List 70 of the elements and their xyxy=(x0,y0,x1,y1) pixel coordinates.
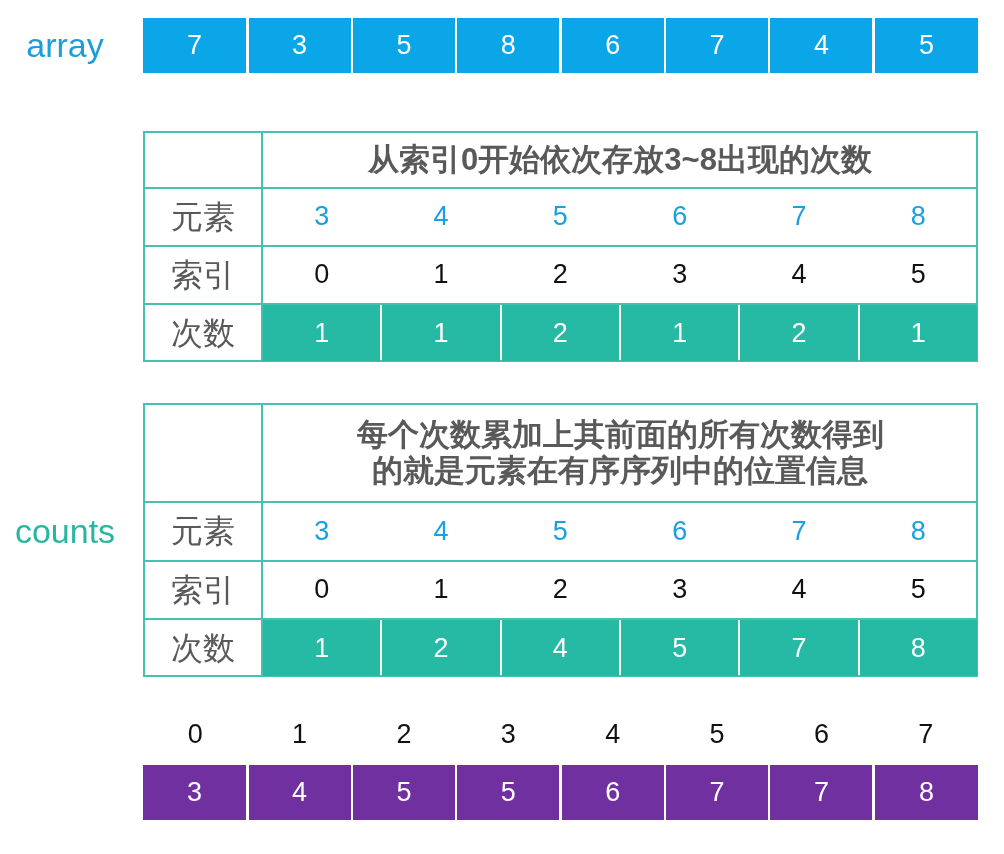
array-cell: 5 xyxy=(874,18,978,73)
count-cell: 2 xyxy=(501,305,619,361)
row-header: 元素 xyxy=(170,513,235,550)
table-heading: 从索引0开始依次存放3~8出现的次数 xyxy=(368,141,872,178)
row-header: 次数 xyxy=(170,629,235,667)
sorted-cell: 7 xyxy=(770,765,873,820)
sorted-cell: 3 xyxy=(143,765,247,820)
count-cell: 2 xyxy=(740,305,858,361)
row-header: 索引 xyxy=(170,256,235,294)
table-heading: 每个次数累加上其前面的所有次数得到的就是元素在有序序列中的位置信息 xyxy=(355,416,885,489)
element-value: 3 xyxy=(314,201,330,233)
count-cell: 1 xyxy=(859,305,977,361)
sorted-cell: 8 xyxy=(874,765,978,820)
count-cell: 5 xyxy=(621,620,739,676)
sorted-cell: 6 xyxy=(561,765,664,820)
element-value: 8 xyxy=(910,515,926,547)
index-value: 2 xyxy=(552,574,568,606)
array-cell: 4 xyxy=(770,18,873,73)
array-cell: 5 xyxy=(352,18,455,73)
row-header: 元素 xyxy=(170,198,235,236)
index-value: 3 xyxy=(672,574,688,606)
count-cell: 7 xyxy=(740,620,858,676)
array-cell: 3 xyxy=(248,18,351,73)
element-value: 5 xyxy=(552,201,568,233)
element-value: 4 xyxy=(433,201,449,233)
index-value: 2 xyxy=(552,259,568,291)
sorted-cell: 4 xyxy=(248,765,351,820)
count-cell: 8 xyxy=(859,620,977,676)
index-value: 5 xyxy=(910,574,926,606)
sorted-cell: 5 xyxy=(457,765,560,820)
index-value: 3 xyxy=(672,259,688,291)
index-value: 4 xyxy=(791,259,807,291)
element-value: 7 xyxy=(791,515,807,547)
array-cell: 7 xyxy=(143,18,247,73)
counts-label: counts xyxy=(14,511,116,552)
element-value: 7 xyxy=(791,201,807,233)
index-value: 0 xyxy=(314,574,330,606)
position-index: 5 xyxy=(709,719,725,751)
element-value: 4 xyxy=(433,515,449,547)
element-value: 8 xyxy=(910,201,926,233)
position-index: 4 xyxy=(605,719,621,751)
index-value: 5 xyxy=(910,259,926,291)
element-value: 5 xyxy=(552,515,568,547)
array-cell: 6 xyxy=(561,18,664,73)
index-value: 1 xyxy=(433,574,449,606)
count-cell: 1 xyxy=(382,305,500,361)
position-index: 3 xyxy=(500,719,516,751)
row-header: 次数 xyxy=(170,314,235,352)
count-cell: 1 xyxy=(263,620,381,676)
position-index: 7 xyxy=(918,719,934,751)
element-value: 6 xyxy=(672,201,688,233)
count-cell: 1 xyxy=(263,305,381,361)
index-value: 0 xyxy=(314,259,330,291)
row-header: 索引 xyxy=(170,571,235,609)
count-cell: 4 xyxy=(501,620,619,676)
sorted-cell: 7 xyxy=(666,765,769,820)
index-value: 1 xyxy=(433,259,449,291)
count-cell: 2 xyxy=(382,620,500,676)
element-value: 6 xyxy=(672,515,688,547)
position-index: 0 xyxy=(187,719,203,751)
count-cell: 1 xyxy=(621,305,739,361)
position-index: 2 xyxy=(396,719,412,751)
array-label: array xyxy=(26,25,104,66)
array-cell: 7 xyxy=(666,18,769,73)
position-index: 6 xyxy=(813,719,829,751)
array-cell: 8 xyxy=(457,18,560,73)
sorted-cell: 5 xyxy=(352,765,455,820)
element-value: 3 xyxy=(314,515,330,547)
index-value: 4 xyxy=(791,574,807,606)
position-index: 1 xyxy=(292,719,308,751)
